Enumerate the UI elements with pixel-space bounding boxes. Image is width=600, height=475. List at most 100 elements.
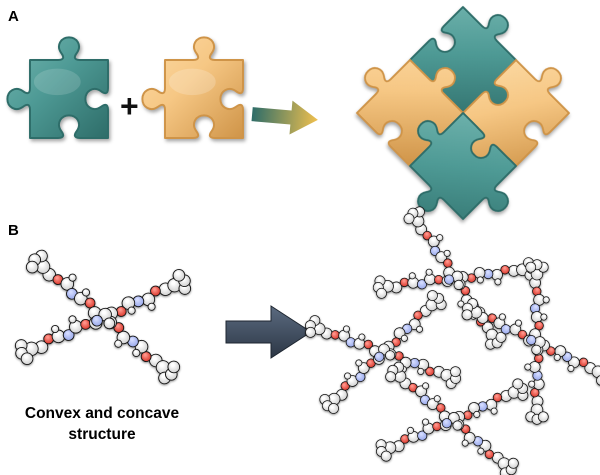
atom-sphere	[528, 380, 536, 388]
atom-sphere	[167, 360, 181, 374]
atom-sphere	[355, 371, 366, 382]
panel-b-label: B	[8, 222, 19, 239]
atom-sphere	[507, 457, 519, 469]
atom-sphere	[433, 395, 441, 403]
atom-sphere	[147, 302, 156, 311]
assembled-piece-teal-bottom	[409, 112, 517, 221]
atom-sphere	[473, 267, 486, 279]
assembly-arrow-b	[225, 305, 312, 359]
atom-sphere	[127, 306, 136, 315]
atom-sphere	[422, 382, 430, 390]
atom-sphere	[441, 418, 452, 429]
atom-sphere	[436, 234, 444, 242]
atom-sphere	[476, 276, 484, 284]
atom-sphere	[121, 296, 136, 310]
atom-sphere	[103, 317, 116, 330]
atom-sphere	[534, 320, 544, 331]
atom-sphere	[492, 392, 503, 403]
atom-sphere	[526, 335, 537, 346]
atom-sphere	[385, 371, 397, 383]
atom-sphere	[494, 278, 502, 286]
plus-sign: +	[120, 88, 139, 124]
molecule-x-shape	[304, 290, 462, 414]
atom-sphere	[358, 333, 366, 341]
atom-sphere	[567, 365, 575, 373]
atom-sphere	[461, 309, 473, 321]
atom-sphere	[578, 357, 589, 368]
atom-sphere	[591, 365, 600, 379]
atom-sphere	[132, 348, 141, 357]
atom-sphere	[172, 269, 186, 282]
atom-sphere	[528, 361, 541, 373]
atom-sphere	[376, 287, 387, 299]
atom-sphere	[542, 296, 550, 304]
puzzle-piece-teal	[6, 36, 109, 139]
panel-a-label: A	[8, 8, 19, 25]
atom-sphere	[363, 339, 373, 350]
atom-sphere	[444, 274, 455, 285]
atom-sphere	[416, 279, 428, 290]
caption: Convex and concave structure	[6, 404, 198, 446]
atom-sphere	[84, 297, 96, 309]
atom-sphere	[461, 439, 469, 447]
atom-sphere	[490, 407, 498, 415]
atom-sphere	[343, 325, 351, 333]
atom-sphere	[408, 272, 416, 280]
assembled-piece-teal-bottom-shape	[409, 112, 517, 221]
atom-sphere	[403, 213, 415, 225]
atom-sphere	[436, 403, 446, 413]
atom-sphere	[443, 258, 453, 268]
puzzle-piece-teal-shape	[6, 36, 109, 139]
molecule-x-shape	[14, 249, 192, 385]
atom-sphere	[533, 294, 545, 306]
atom-sphere	[484, 449, 495, 460]
atom-sphere	[468, 402, 480, 414]
caption-line-2: structure	[68, 425, 136, 443]
atom-sphere	[524, 363, 532, 371]
atom-sphere	[114, 339, 123, 348]
caption-line-1: Convex and concave	[24, 405, 180, 422]
atom-sphere	[452, 420, 463, 431]
atom-sphere	[140, 351, 152, 363]
atom-sphere	[417, 430, 428, 441]
atom-sphere	[500, 324, 511, 335]
atom-sphere	[525, 261, 537, 273]
atom-sphere	[425, 268, 433, 276]
atom-sphere	[425, 366, 435, 377]
molecule-x-shape	[461, 259, 600, 425]
atom-sphere	[20, 352, 34, 365]
atom-sphere	[328, 402, 339, 414]
puzzle-piece-orange-shape	[141, 36, 244, 139]
atom-sphere	[473, 410, 481, 418]
atom-sphere	[413, 310, 423, 320]
atom-sphere	[512, 378, 524, 390]
atom-sphere	[537, 411, 549, 423]
atom-sphere	[380, 450, 392, 462]
atom-sphere	[400, 334, 408, 342]
atom-sphere	[443, 249, 451, 257]
atom-sphere	[530, 388, 540, 398]
atom-sphere	[374, 351, 385, 362]
molecule-single	[14, 249, 192, 385]
atom-sphere	[554, 345, 567, 357]
atom-sphere	[540, 313, 548, 321]
atom-sphere	[477, 447, 485, 455]
molecule-assembly	[304, 206, 600, 475]
atom-sphere	[338, 329, 350, 342]
atom-sphere	[514, 319, 522, 327]
atom-sphere	[531, 344, 542, 355]
puzzle-piece-orange	[141, 36, 244, 139]
atom-sphere	[416, 325, 424, 333]
atom-sphere	[422, 418, 430, 426]
atom-sphere	[344, 372, 352, 380]
atom-sphere	[81, 288, 91, 297]
atom-sphere	[449, 366, 461, 378]
atom-sphere	[355, 359, 363, 367]
atom-sphere	[500, 265, 510, 275]
atom-sphere	[62, 329, 75, 341]
atom-sphere	[498, 313, 506, 321]
molecule-x-shape	[375, 361, 529, 475]
puzzle-piece-teal-gloss	[33, 68, 81, 96]
